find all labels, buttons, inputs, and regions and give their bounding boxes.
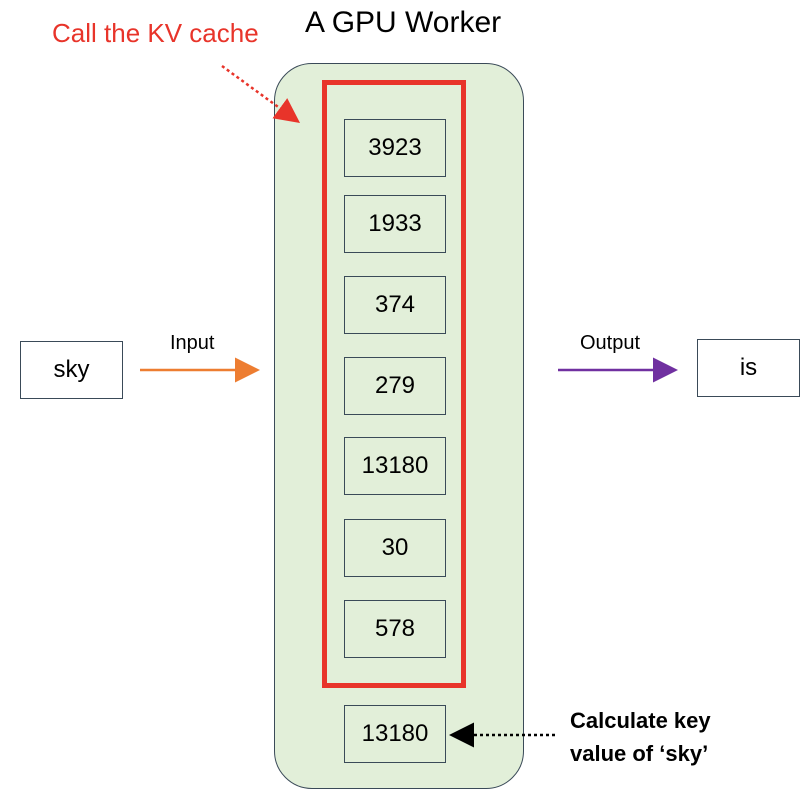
kv-cache-label: Call the KV cache	[52, 18, 259, 48]
cache-cell-0: 3923	[344, 119, 446, 177]
kv-cache-box	[322, 80, 466, 688]
output-label: Output	[580, 332, 641, 354]
cache-cell-5: 30	[344, 519, 446, 577]
cache-cell-4: 13180	[344, 437, 446, 495]
new-kv-cell: 13180	[344, 705, 446, 763]
cache-cell-3: 279	[344, 357, 446, 415]
input-label: Input	[170, 332, 215, 354]
note-line-1: Calculate key	[570, 708, 711, 733]
calculate-note: Calculate key value of ‘sky’	[570, 704, 711, 770]
cache-cell-6: 578	[344, 600, 446, 658]
input-token-box: sky	[20, 341, 123, 399]
cache-cell-2: 374	[344, 276, 446, 334]
output-token-box: is	[697, 339, 800, 397]
cache-cell-1: 1933	[344, 195, 446, 253]
gpu-worker-box	[274, 63, 524, 789]
diagram-title: A GPU Worker	[305, 6, 502, 39]
kv-cache-pointer-arrow	[221, 64, 301, 123]
note-line-2: value of ‘sky’	[570, 741, 709, 766]
